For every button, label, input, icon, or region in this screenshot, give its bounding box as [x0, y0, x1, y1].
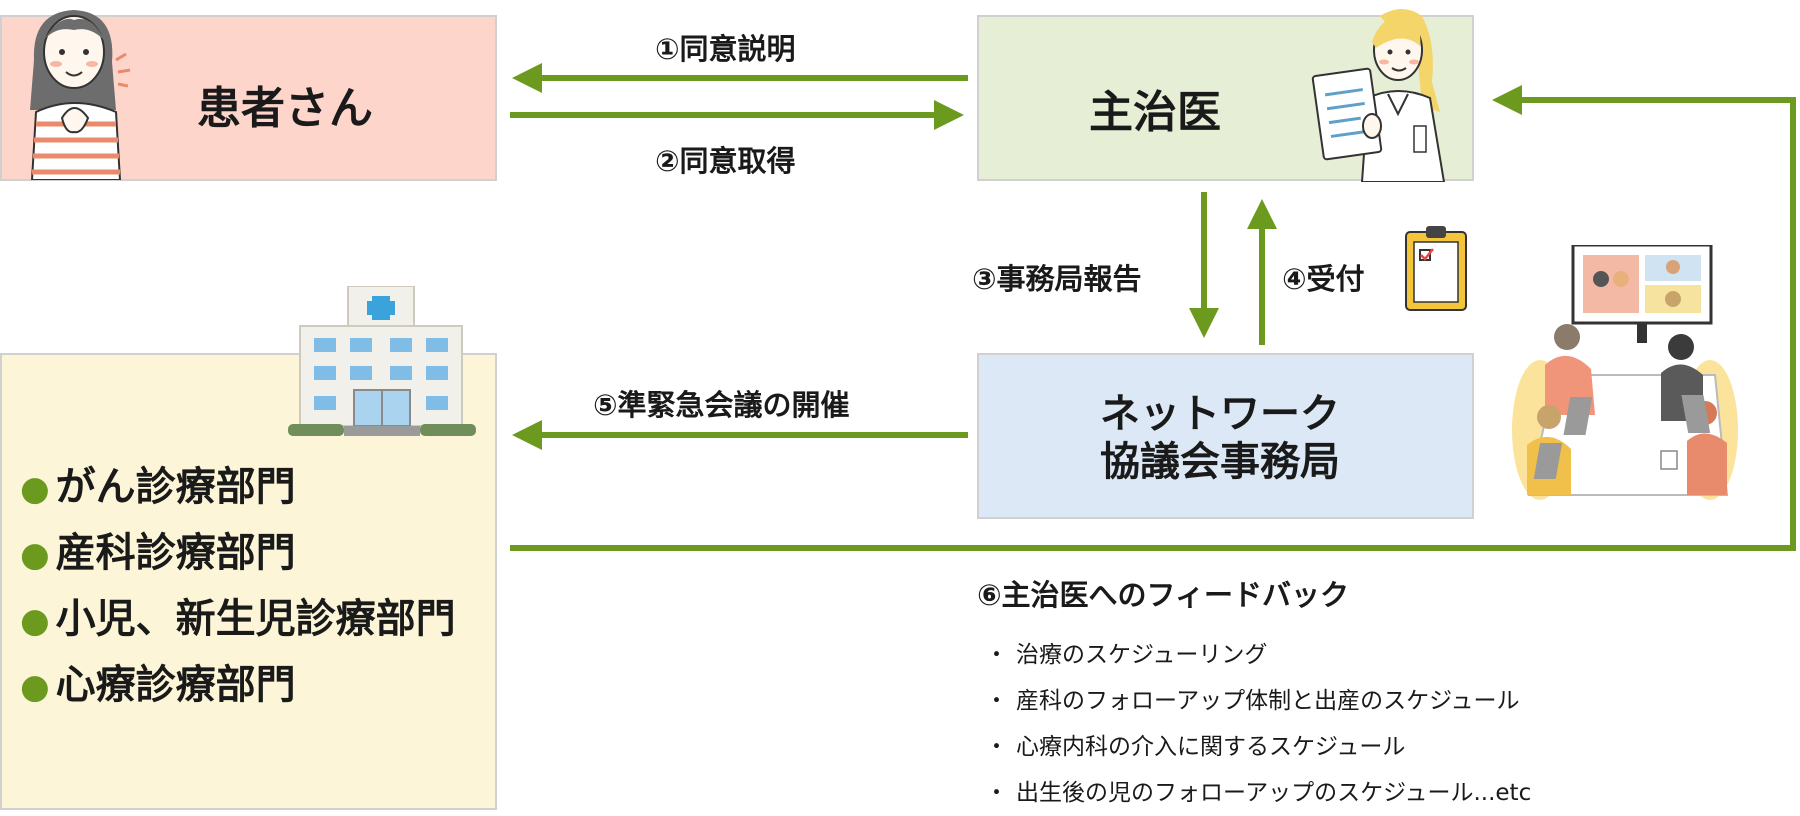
secretariat-label-line1: ネットワーク: [1100, 391, 1340, 437]
feedback-list: ・治療のスケジューリング ・産科のフォローアップ体制と出産のスケジュール ・心療…: [985, 632, 1531, 816]
list-item: ・出生後の児のフォローアップのスケジュール...etc: [985, 770, 1531, 816]
list-item: ・治療のスケジューリング: [985, 632, 1531, 678]
doctor-illustration: [1311, 9, 1446, 182]
arrow-feedback: [510, 85, 1796, 551]
step-label-2: ②同意取得: [655, 144, 796, 178]
step-label-4: ④受付: [1282, 262, 1365, 296]
step-label-6: ⑥主治医へのフィードバック: [977, 578, 1349, 612]
bullet-icon: ・: [985, 642, 1008, 668]
clipboard-icon: [1405, 226, 1467, 311]
bullet-dot-icon: ●: [20, 535, 50, 575]
feedback-item: 心療内科の介入に関するスケジュール: [1016, 734, 1406, 760]
feedback-item: 出生後の児のフォローアップのスケジュール...etc: [1016, 780, 1532, 806]
list-item: ●産科診療部門: [20, 521, 456, 587]
list-item: ●心療診療部門: [20, 653, 456, 719]
bullet-icon: ・: [985, 780, 1008, 806]
secretariat-label-line2: 協議会事務局: [1100, 439, 1340, 485]
list-item: ●がん診療部門: [20, 455, 456, 521]
video-conference-illustration: [1512, 245, 1738, 500]
department-label: 小児、新生児診療部門: [55, 596, 456, 642]
bullet-dot-icon: ●: [20, 601, 50, 641]
secretariat-label: ネットワーク 協議会事務局: [1050, 390, 1390, 486]
hospital-building-icon: [288, 286, 476, 436]
feedback-item: 産科のフォローアップ体制と出産のスケジュール: [1016, 688, 1520, 714]
bullet-icon: ・: [985, 734, 1008, 760]
bullet-dot-icon: ●: [20, 469, 50, 509]
secretariat-box: [977, 353, 1474, 519]
department-list: ●がん診療部門 ●産科診療部門 ●小児、新生児診療部門 ●心療診療部門: [20, 455, 456, 719]
feedback-item: 治療のスケジューリング: [1016, 642, 1268, 668]
list-item: ●小児、新生児診療部門: [20, 587, 456, 653]
step-label-5: ⑤準緊急会議の開催: [593, 388, 850, 422]
patient-label: 患者さん: [197, 83, 373, 134]
woman-illustration: [30, 10, 131, 180]
department-label: がん診療部門: [55, 464, 296, 510]
bullet-icon: ・: [985, 688, 1008, 714]
physician-label: 主治医: [1089, 87, 1221, 138]
list-item: ・心療内科の介入に関するスケジュール: [985, 724, 1531, 770]
step-label-1: ①同意説明: [655, 32, 796, 66]
bullet-dot-icon: ●: [20, 667, 50, 707]
department-label: 心療診療部門: [55, 662, 296, 708]
list-item: ・産科のフォローアップ体制と出産のスケジュール: [985, 678, 1531, 724]
step-label-3: ③事務局報告: [972, 262, 1142, 296]
department-label: 産科診療部門: [55, 530, 296, 576]
